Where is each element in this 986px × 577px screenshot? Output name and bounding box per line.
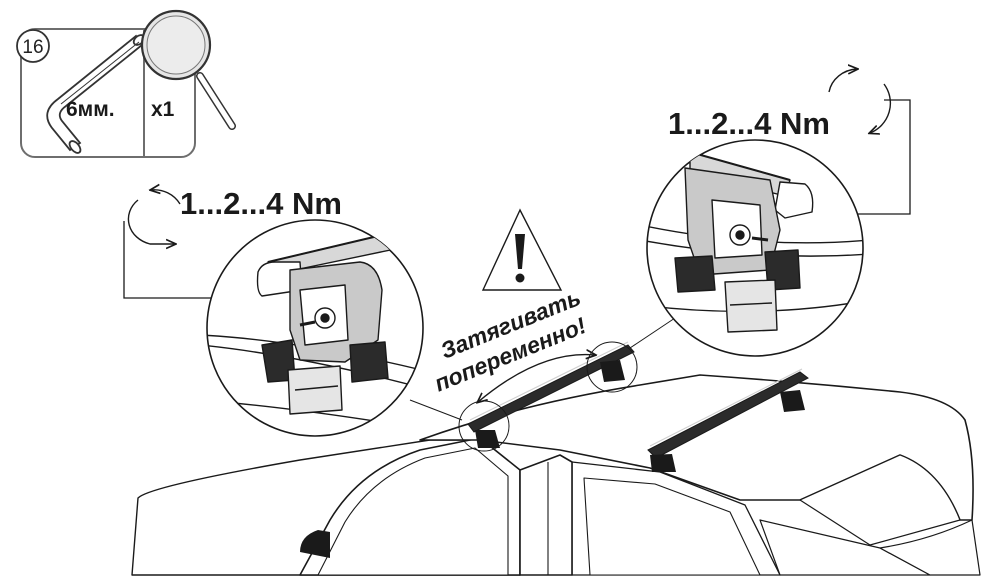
- car-body: [131, 374, 981, 576]
- hex-key-size: 6мм.: [66, 98, 115, 121]
- tool-card: 16 6мм. x1: [16, 9, 236, 158]
- detail-view-right: [646, 139, 864, 357]
- rotation-arrows-icon: [828, 69, 892, 133]
- rotation-arrows-icon: [127, 190, 181, 244]
- roof-bar-rear: [647, 368, 809, 472]
- torque-value-right: 1...2...4 Nm: [668, 106, 830, 141]
- torque-spec-left: 1...2...4 Nm: [123, 186, 342, 299]
- magnifier-icon: [140, 9, 236, 130]
- warning-triangle-icon: [481, 208, 563, 291]
- quantity-label: x1: [151, 98, 175, 121]
- torque-value-left: 1...2...4 Nm: [180, 186, 342, 221]
- detail-view-left: [206, 219, 424, 437]
- alternating-arrow: [478, 355, 595, 402]
- step-number-badge: 16: [16, 29, 50, 63]
- detail-locator-left: [458, 400, 510, 452]
- torque-spec-right: 1...2...4 Nm: [668, 69, 911, 215]
- step-number: 16: [22, 37, 43, 58]
- detail-locator-right: [586, 341, 638, 393]
- roof-bar-front: [467, 341, 635, 448]
